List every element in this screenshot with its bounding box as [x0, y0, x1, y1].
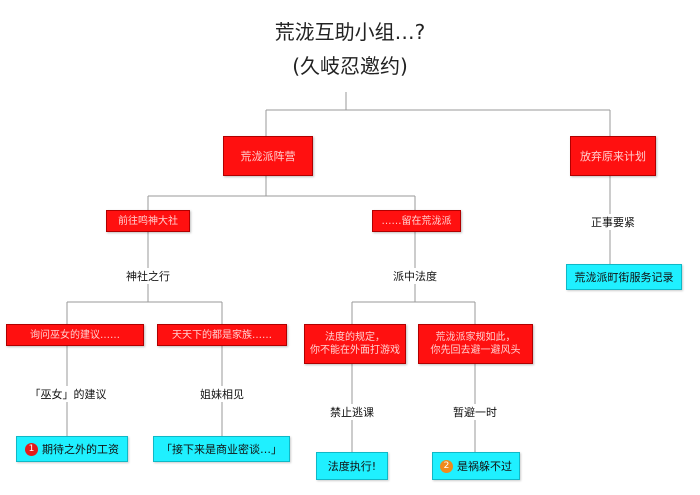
branch-c-node: 法度的规定， 你不能在外面打游戏 [304, 324, 406, 364]
mid1-label: 神社之行 [108, 268, 188, 284]
branch-a-label: 「巫女」的建议 [22, 386, 114, 402]
diagram-subtitle: (久岐忍邀约) [292, 54, 408, 78]
branch-d-label: 暂避一时 [440, 404, 510, 420]
leaf-c-node: 法度执行! [316, 452, 388, 480]
leaf-a-label: 期待之外的工资 [42, 442, 119, 456]
branch-b-label: 姐妹相见 [187, 386, 257, 402]
leaf-b-node: 「接下来是商业密谈…」 [153, 436, 290, 462]
number-badge-icon: 1 [25, 442, 38, 456]
leaf-a-node: 1 期待之外的工资 [16, 436, 128, 462]
branch-c-label: 禁止逃课 [318, 404, 386, 420]
right-leaf-node: 荒泷派町街服务记录 [566, 264, 682, 290]
right-branch-label: 正事要紧 [570, 214, 656, 230]
left-main-node: 荒泷派阵营 [223, 136, 313, 176]
diagram-title: 荒泷互助小组…? [274, 20, 426, 44]
branch-a-node: 询问巫女的建议…… [6, 324, 144, 346]
left-sub2-node: ……留在荒泷派 [372, 210, 461, 232]
right-main-node: 放弃原来计划 [570, 136, 656, 176]
branch-d-node: 荒泷派家规如此， 你先回去避一避风头 [418, 324, 533, 364]
left-sub1-node: 前往鸣神大社 [106, 210, 190, 232]
branch-b-node: 天天下的都是家族…… [157, 324, 287, 346]
number-badge-icon: 2 [440, 459, 453, 473]
leaf-d-label: 是祸躲不过 [457, 459, 512, 473]
mid2-label: 派中法度 [375, 268, 455, 284]
leaf-d-node: 2 是祸躲不过 [432, 452, 520, 480]
